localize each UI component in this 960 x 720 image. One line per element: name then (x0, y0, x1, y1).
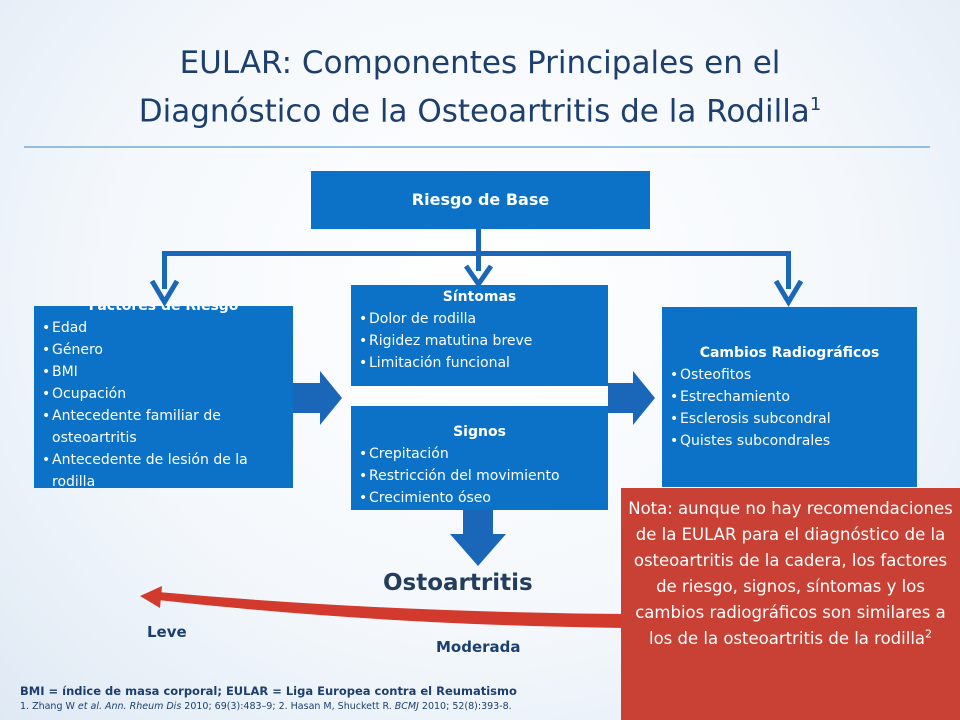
list-item: Estrechamiento (670, 386, 917, 408)
center-divider-bottom (351, 399, 608, 402)
drop-left-arrowhead (149, 279, 180, 307)
risk-factors-header: Factores de Riesgo (88, 306, 239, 314)
note-text: Nota: aunque no hay recomendaciones de l… (628, 499, 953, 648)
block-arrow-down (450, 510, 506, 566)
symptoms-box: Síntomas Dolor de rodilla Rigidez matuti… (351, 285, 608, 386)
drop-right-line (786, 253, 791, 289)
severity-moderate-label: Moderada (436, 638, 521, 656)
baseline-risk-label: Riesgo de Base (411, 190, 550, 209)
list-item: Crepitación (359, 443, 608, 465)
symptoms-header: Síntomas (442, 289, 517, 305)
drop-left-line (162, 253, 167, 289)
list-item: Edad (42, 317, 293, 339)
references: 1. Zhang W et al. Ann. Rheum Dis 2010; 6… (20, 701, 512, 712)
list-item: BMI (42, 361, 293, 383)
severity-arc (158, 592, 625, 628)
list-item: Rigidez matutina breve (359, 330, 608, 352)
list-item: Género (42, 339, 293, 361)
title-line-2: Diagnóstico de la Osteoartritis de la Ro… (138, 93, 810, 130)
list-item: Ocupación (42, 383, 293, 405)
ref-1-prefix: 1. Zhang W (20, 701, 78, 712)
slide-title: EULAR: Componentes Principales en el Dia… (0, 42, 960, 132)
baseline-risk-box: Riesgo de Base (311, 171, 650, 229)
abbreviation-footnote: BMI = índice de masa corporal; EULAR = L… (20, 684, 517, 698)
list-item: Esclerosis subcondral (670, 408, 917, 430)
title-superscript: 1 (809, 94, 822, 115)
base-stem-line (476, 229, 481, 253)
signs-header: Signos (453, 424, 506, 440)
ref-2-journal: BCMJ (394, 701, 419, 712)
ref-1-etal: et al. (77, 701, 102, 712)
radiographic-header: Cambios Radiográficos (699, 345, 880, 361)
outcome-label: Ostoartritis (383, 570, 533, 596)
signs-box: Signos Crepitación Restricción del movim… (351, 406, 608, 510)
list-item: Limitación funcional (359, 352, 608, 374)
ref-1-journal: Ann. Rheum Dis (102, 701, 182, 712)
center-divider-top (351, 392, 608, 395)
list-item: Antecedente de lesión de la rodilla (42, 449, 293, 488)
list-item: Restricción del movimiento (359, 465, 608, 487)
list-item: Quistes subcondrales (670, 430, 917, 452)
severity-arrowhead (140, 586, 162, 608)
list-item: Dolor de rodilla (359, 308, 608, 330)
title-line-1: EULAR: Componentes Principales en el (179, 45, 781, 81)
list-item: Crecimiento óseo (359, 487, 608, 509)
ref-2-rest: 2010; 52(8):393-8. (418, 701, 512, 712)
risk-factors-box: Factores de Riesgo Edad Género BMI Ocupa… (34, 306, 293, 488)
note-superscript: 2 (925, 627, 933, 641)
block-arrow-left (293, 371, 342, 425)
block-arrow-right (608, 371, 655, 425)
list-item: Osteofitos (670, 364, 917, 386)
drop-center-line (476, 253, 481, 271)
list-item: Antecedente familiar de osteoartritis (42, 405, 293, 449)
radiographic-box: Cambios Radiográficos Osteofitos Estrech… (662, 307, 917, 487)
severity-mild-label: Leve (147, 623, 187, 641)
note-box: Nota: aunque no hay recomendaciones de l… (621, 488, 960, 720)
ref-1-rest: 2010; 69(3):483–9; 2. Hasan M, Shuckett … (181, 701, 395, 712)
drop-center-arrowhead (463, 264, 494, 289)
drop-right-arrowhead (773, 279, 804, 307)
title-divider (24, 146, 930, 148)
